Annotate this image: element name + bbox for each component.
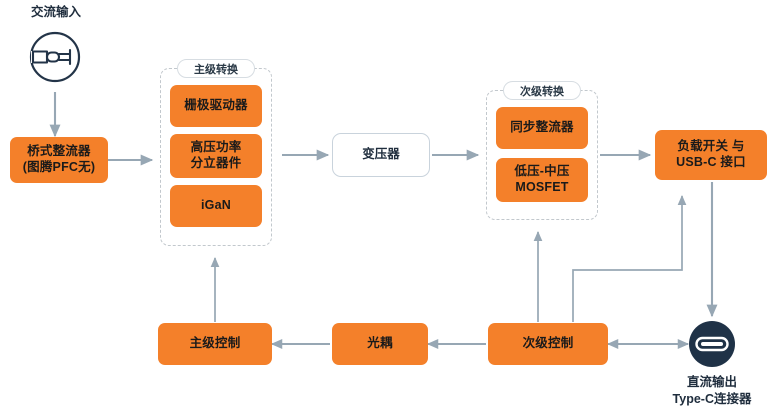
ac-input-label: 交流输入: [30, 5, 81, 19]
primary-conversion-group-label: 主级转换: [177, 59, 255, 78]
hv-power-discrete-block[interactable]: 高压功率 分立器件: [170, 134, 262, 178]
bridge-rectifier-block[interactable]: 桥式整流器 (图腾PFC无): [10, 137, 108, 183]
lv-mv-mosfet-block[interactable]: 低压-中压 MOSFET: [496, 158, 588, 202]
transformer-block[interactable]: 变压器: [332, 133, 430, 177]
dc-output-label: 直流输出 Type-C连接器: [672, 375, 752, 406]
ac-plug-icon: [26, 28, 84, 86]
load-switch-usbc-interface-block[interactable]: 负载开关 与 USB-C 接口: [655, 130, 767, 180]
optocoupler-block[interactable]: 光耦: [332, 323, 428, 365]
usb-c-connector-icon: [688, 320, 736, 368]
secondary-control-block[interactable]: 次级控制: [488, 323, 608, 365]
secondary-conversion-group-label: 次级转换: [503, 81, 581, 100]
primary-control-block[interactable]: 主级控制: [158, 323, 272, 365]
igan-block[interactable]: iGaN: [170, 185, 262, 227]
sync-rectifier-block[interactable]: 同步整流器: [496, 107, 588, 149]
gate-driver-block[interactable]: 栅极驱动器: [170, 85, 262, 127]
